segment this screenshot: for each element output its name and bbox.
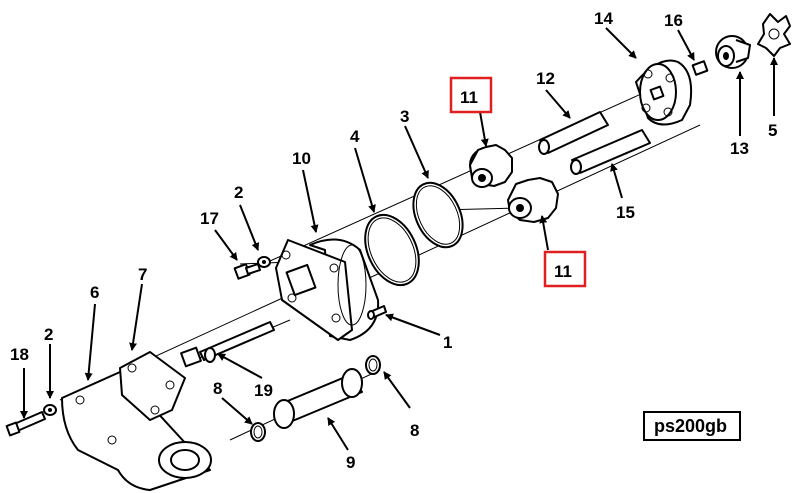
part-12-shaft xyxy=(538,111,609,155)
callout-4: 4 xyxy=(350,127,360,146)
highlight-11-lower: 11 xyxy=(543,250,587,288)
callout-18: 18 xyxy=(10,345,29,364)
part-11-gear-lower xyxy=(507,177,559,223)
highlight-11-upper: 11 xyxy=(449,76,493,114)
part-17-screw xyxy=(233,263,261,280)
part-19-long-bolt xyxy=(180,321,275,368)
part-15-shaft xyxy=(570,129,651,175)
part-9-tube xyxy=(273,368,363,429)
reference-code-box: ps200gb xyxy=(643,411,741,441)
part-10-pump-body xyxy=(275,238,380,341)
callout-15: 15 xyxy=(616,203,635,222)
part-3-o-ring xyxy=(412,181,464,249)
callout-12: 12 xyxy=(536,69,555,88)
callout-11-upper: 11 xyxy=(460,88,478,107)
callout-19: 19 xyxy=(254,381,273,400)
callout-6: 6 xyxy=(90,283,99,302)
callout-9: 9 xyxy=(346,453,355,472)
callout-16: 16 xyxy=(664,11,683,30)
callout-11-lower: 11 xyxy=(554,262,572,281)
part-2-washer-upper xyxy=(257,256,271,268)
callout-8-left: 8 xyxy=(213,379,222,398)
callout-5: 5 xyxy=(768,121,777,140)
part-11-gear-upper xyxy=(469,144,513,188)
leader-arrows xyxy=(20,27,778,451)
callout-14: 14 xyxy=(594,9,613,28)
callout-1: 1 xyxy=(443,333,452,352)
part-16-screw xyxy=(691,60,709,76)
part-2-washer-lower xyxy=(43,404,57,416)
callout-17: 17 xyxy=(200,209,219,228)
callout-8-right: 8 xyxy=(410,421,419,440)
callout-labels: 18 2 6 7 17 2 10 4 3 1 19 8 8 9 12 15 14… xyxy=(10,9,777,472)
part-18-screw xyxy=(5,411,46,437)
part-13-coupling xyxy=(715,35,751,69)
part-4-o-ring xyxy=(364,213,420,287)
callout-3: 3 xyxy=(400,107,409,126)
callout-10: 10 xyxy=(292,149,311,168)
callout-13: 13 xyxy=(730,139,749,158)
reference-code: ps200gb xyxy=(654,416,727,436)
part-1-dowel-pin xyxy=(367,305,387,320)
part-14-end-plate xyxy=(635,59,693,126)
callout-2-upper: 2 xyxy=(234,183,243,202)
callout-7: 7 xyxy=(138,265,147,284)
part-8-o-ring-right xyxy=(365,355,381,375)
part-7-gasket xyxy=(119,351,186,421)
part-5-spider-insert xyxy=(757,13,791,57)
callout-2-lower: 2 xyxy=(44,325,53,344)
part-6-end-housing xyxy=(61,371,212,491)
part-8-o-ring-left xyxy=(250,422,266,442)
